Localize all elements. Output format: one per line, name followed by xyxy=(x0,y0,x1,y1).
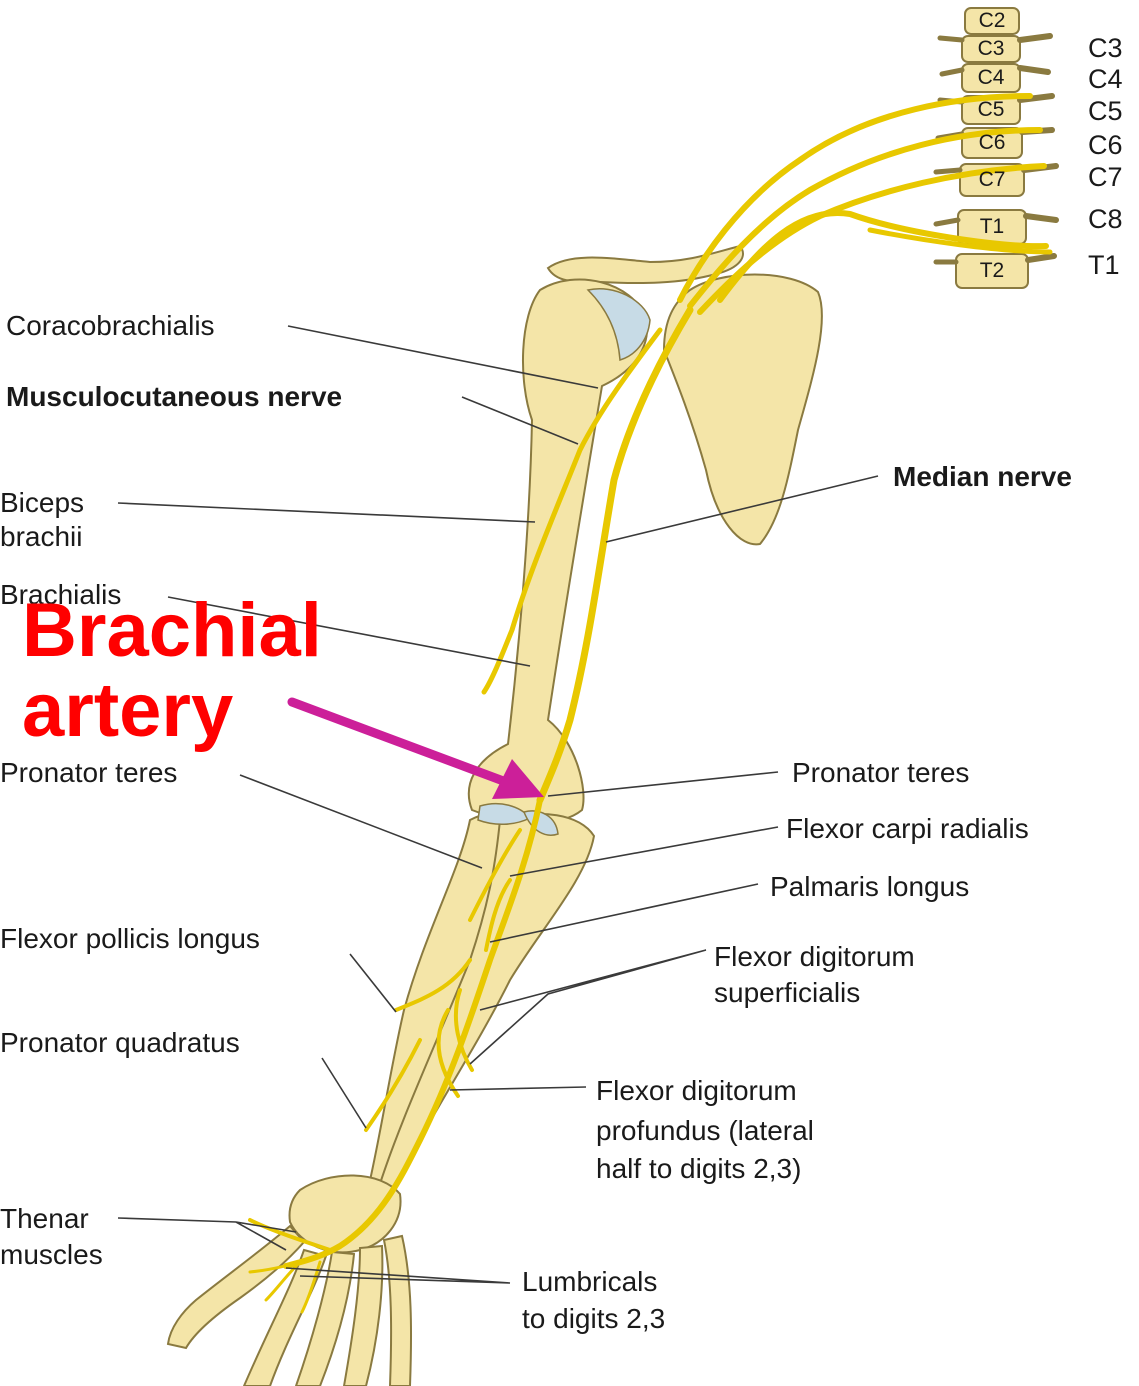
label-flexor-digitorum-profundus-2: profundus (lateral xyxy=(596,1114,814,1148)
spinal-nerve-c8: C8 xyxy=(1088,204,1123,234)
label-pronator-teres-left: Pronator teres xyxy=(0,756,177,790)
label-flexor-pollicis-longus: Flexor pollicis longus xyxy=(0,922,260,956)
label-pronator-teres-right: Pronator teres xyxy=(792,756,969,790)
label-flexor-digitorum-profundus-1: Flexor digitorum xyxy=(596,1074,797,1108)
label-palmaris-longus: Palmaris longus xyxy=(770,870,969,904)
spinal-nerve-c6: C6 xyxy=(1088,130,1123,160)
spinal-nerve-c4: C4 xyxy=(1088,64,1123,94)
label-median-nerve: Median nerve xyxy=(893,460,1072,494)
spinal-nerve-c5: C5 xyxy=(1088,96,1123,126)
label-flexor-digitorum-profundus-3: half to digits 2,3) xyxy=(596,1152,801,1186)
spinal-nerve-c7: C7 xyxy=(1088,162,1123,192)
spinal-nerve-c3: C3 xyxy=(1088,33,1123,63)
label-flexor-digitorum-superficialis-1: Flexor digitorum xyxy=(714,940,915,974)
spinal-nerve-t1: T1 xyxy=(1088,250,1120,280)
label-brachii: brachii xyxy=(0,520,82,554)
label-coracobrachialis: Coracobrachialis xyxy=(6,309,215,343)
humerus xyxy=(469,279,647,822)
label-musculocutaneous-nerve: Musculocutaneous nerve xyxy=(6,380,342,414)
highlight-title-line2: artery xyxy=(22,672,233,750)
label-muscles: muscles xyxy=(0,1238,103,1272)
vertebra-label-c6: C6 xyxy=(970,131,1014,155)
vertebra-label-c7: C7 xyxy=(970,168,1014,192)
vertebra-label-t2: T2 xyxy=(970,259,1014,283)
label-thenar: Thenar xyxy=(0,1202,89,1236)
vertebra-label-t1: T1 xyxy=(970,215,1014,239)
label-flexor-carpi-radialis: Flexor carpi radialis xyxy=(786,812,1029,846)
vertebra-label-c3: C3 xyxy=(969,37,1013,61)
label-to-digits: to digits 2,3 xyxy=(522,1302,665,1336)
label-lumbricals: Lumbricals xyxy=(522,1265,657,1299)
label-pronator-quadratus: Pronator quadratus xyxy=(0,1026,240,1060)
label-flexor-digitorum-superficialis-2: superficialis xyxy=(714,976,860,1010)
highlight-title-line1: Brachial xyxy=(22,592,322,670)
label-biceps: Biceps xyxy=(0,486,84,520)
vertebra-label-c4: C4 xyxy=(969,66,1013,90)
vertebra-label-c5: C5 xyxy=(969,98,1013,122)
vertebra-label-c2: C2 xyxy=(970,9,1014,33)
little-finger xyxy=(384,1236,411,1386)
